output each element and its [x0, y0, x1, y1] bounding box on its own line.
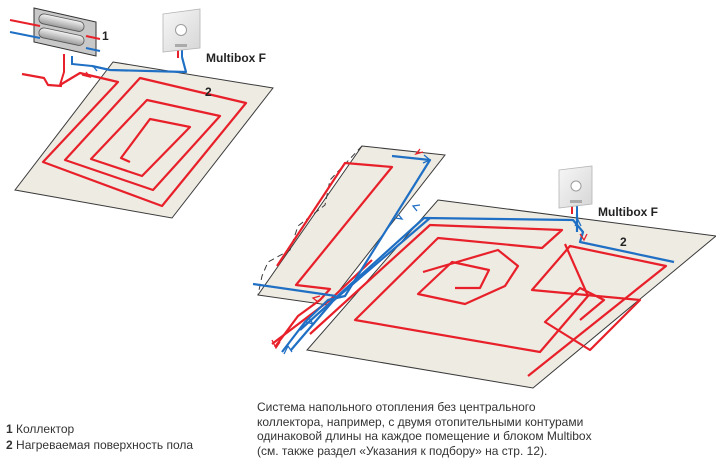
surface-marker-2: 2 — [620, 235, 627, 249]
flow-arrows-2 — [271, 148, 588, 355]
floor-surface-2 — [306, 199, 716, 389]
legend-item-surface: 2 Нагреваемая поверхность пола — [6, 437, 193, 453]
legend-text: Коллектор — [16, 422, 75, 436]
caption-line: (см. также раздел «Указания к подбору» н… — [257, 443, 548, 458]
multibox-label-1: Multibox F — [206, 51, 266, 65]
legend: 1 Коллектор 2 Нагреваемая поверхность по… — [6, 421, 193, 453]
return-coil-1 — [91, 56, 188, 74]
collector-link-pipes — [59, 54, 93, 86]
legend-number: 1 — [6, 422, 13, 436]
multibox-device-2 — [558, 165, 593, 209]
floor-surface-1 — [14, 61, 274, 219]
flow-arrows-1 — [81, 64, 101, 79]
legend-text: Нагреваемая поверхность пола — [16, 438, 194, 452]
surface-marker-1: 2 — [205, 85, 212, 99]
caption-line: Система напольного отопления без централ… — [257, 400, 536, 414]
multibox-device-1 — [162, 8, 201, 53]
supply-coil-1 — [21, 71, 248, 208]
caption-line: одинаковой длины на каждое помещение и б… — [257, 429, 592, 443]
supply-coil-2 — [309, 223, 668, 377]
multibox-label-2: Multibox F — [598, 205, 658, 219]
legend-item-collector: 1 Коллектор — [6, 421, 193, 437]
diagram-caption: Система напольного отопления без централ… — [257, 400, 697, 458]
collector-marker: 1 — [102, 29, 109, 43]
legend-number: 2 — [6, 438, 13, 452]
caption-line: коллектора, например, с двумя отопительн… — [257, 414, 584, 429]
collector-icon — [9, 7, 101, 57]
